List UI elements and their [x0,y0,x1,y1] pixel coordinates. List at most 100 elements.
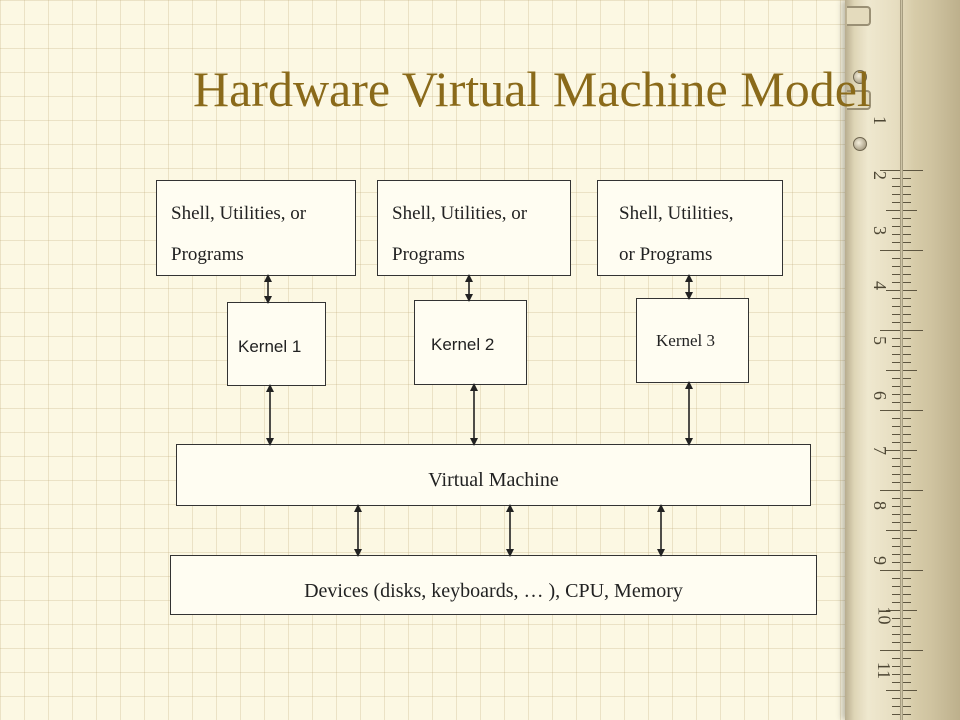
ruler-tick [892,322,900,323]
ruler-tick [892,538,900,539]
ruler-tick [903,706,911,707]
ruler-tick [903,322,911,323]
ruler-number: 11 [874,661,895,680]
ruler-tick [892,474,900,475]
arrows-layer [264,274,693,557]
ruler-tick [903,346,911,347]
shell-line: or Programs [619,244,713,265]
ruler-number: 5 [870,336,890,345]
ruler-tick [903,666,911,667]
ruler-tick [892,434,900,435]
ruler-tick [903,674,911,675]
ruler-tick [892,586,900,587]
ruler-tick [903,410,923,411]
ruler-divider [900,0,903,720]
ruler-tick [892,626,900,627]
shell-line: Programs [171,244,244,265]
ruler-tick [903,226,911,227]
ruler-tick [903,602,911,603]
ruler-tick [892,706,900,707]
ruler-tick [892,682,900,683]
kernel-label-2: Kernel 2 [431,335,495,354]
shell-line: Programs [392,244,465,265]
shell-text-3: Shell, Utilities, or Programs [619,193,734,275]
ruler-tick [892,554,900,555]
kernel-box-2: Kernel 2 [414,300,527,385]
ruler-tick [903,682,911,683]
kernel-label-1: Kernel 1 [238,337,302,356]
ruler-tick [892,698,900,699]
ruler-tick [903,258,911,259]
ruler-tick [903,354,911,355]
ruler-tick [892,186,900,187]
ruler-tick [892,386,900,387]
ruler-tick [903,250,923,251]
ruler-tick [903,618,911,619]
ruler-tick [903,562,911,563]
ruler-tick [903,442,911,443]
shell-text-1: Shell, Utilities, or Programs [171,193,306,275]
ruler-tick [880,570,900,571]
ruler-tick [903,610,917,611]
ruler-tick [892,338,900,339]
ruler-tick [892,458,900,459]
ruler-tick [903,498,911,499]
ruler-tick [892,426,900,427]
ruler-tick [892,314,900,315]
ruler-tick [903,394,911,395]
ruler-tick [903,634,911,635]
virtual-machine-label: Virtual Machine [428,469,559,491]
ruler-tick [903,530,917,531]
ruler-tick [903,426,911,427]
shell-text-2: Shell, Utilities, or Programs [392,193,527,275]
ruler-tick [880,170,900,171]
ruler-tick [903,546,911,547]
ruler-tick [886,370,900,371]
ruler-tick [903,202,911,203]
ruler-tick [892,594,900,595]
screw-icon [853,70,867,84]
ruler-tick [892,634,900,635]
ruler-tick [903,282,911,283]
ruler-tick [903,314,911,315]
ruler-number: 4 [870,281,890,290]
ruler-tick [892,442,900,443]
ruler-tick [903,626,911,627]
ruler-tick [892,346,900,347]
ruler-tick [886,450,900,451]
ruler-tick [903,402,911,403]
ruler-tick [903,266,911,267]
ruler-tick [892,394,900,395]
ruler-tick [892,354,900,355]
virtual-machine-box: Virtual Machine [176,444,811,506]
ruler-number: 7 [870,446,890,455]
ruler-tick [903,370,917,371]
ruler-tick [903,378,911,379]
ruler-tick [903,594,911,595]
ruler-tick [892,194,900,195]
ruler-tick [880,410,900,411]
kernel-box-1: Kernel 1 [227,302,326,386]
ruler-tick [886,690,900,691]
ruler-tick [903,642,911,643]
ruler-tick [892,546,900,547]
ruler-tick [903,194,911,195]
kernel-box-3: Kernel 3 [636,298,749,383]
ruler-tick [903,650,923,651]
ruler-tick [903,586,911,587]
ruler-tick [892,522,900,523]
ruler-number: 8 [870,501,890,510]
ruler-tick [892,642,900,643]
ruler-tick [880,650,900,651]
ruler-tick [903,170,923,171]
ruler-bracket [847,90,871,110]
ruler-tick [903,690,917,691]
ruler-tick [886,210,900,211]
ruler-tick [892,506,900,507]
devices-box: Devices (disks, keyboards, … ), CPU, Mem… [170,555,817,615]
ruler-tick [892,274,900,275]
ruler-number: 1 [870,116,890,125]
ruler-tick [892,482,900,483]
ruler-tick [903,218,911,219]
ruler-tick [892,306,900,307]
